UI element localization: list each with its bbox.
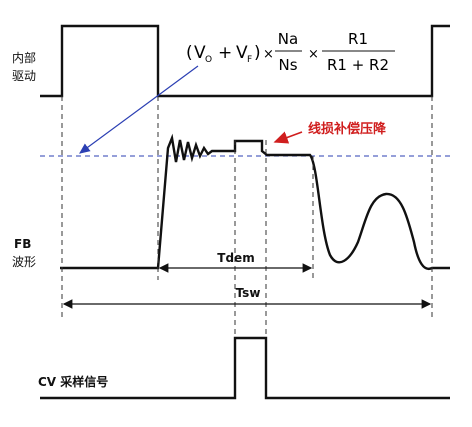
formula-times-1: × [263, 47, 274, 62]
formula-na: Na [278, 30, 298, 48]
cv-sample-waveform [40, 336, 450, 400]
label-tsw: Tsw [236, 286, 261, 300]
formula-times-2: × [308, 47, 319, 62]
formula-plus: + [218, 43, 232, 63]
label-cv-sample-signal: CV 采样信号 [38, 374, 108, 389]
label-tdem: Tdem [217, 251, 254, 265]
formula-v-o: V [194, 43, 206, 63]
formula: ( V O + V F ) × Na Ns × R1 R1 + R2 [186, 30, 395, 74]
label-internal-drive-1: 内部 [12, 50, 36, 65]
formula-r1: R1 [348, 30, 368, 48]
annotation-arrow [273, 131, 303, 144]
formula-pointer-arrow [79, 65, 199, 154]
fb-waveform [60, 133, 450, 271]
label-line-loss-compensation: 线损补偿压降 [308, 121, 387, 137]
formula-ns: Ns [278, 56, 297, 74]
label-fb-waveform: 波形 [12, 255, 36, 269]
label-fb: FB [14, 237, 31, 251]
formula-sub-o: O [205, 55, 212, 65]
drive-waveform [40, 24, 450, 98]
formula-paren-close: ) [254, 43, 261, 63]
formula-r1-r2: R1 + R2 [327, 56, 389, 74]
formula-sub-f: F [247, 55, 252, 65]
label-internal-drive-2: 驱动 [12, 69, 36, 83]
formula-paren-open: ( [186, 43, 193, 63]
formula-v-f: V [236, 43, 248, 63]
